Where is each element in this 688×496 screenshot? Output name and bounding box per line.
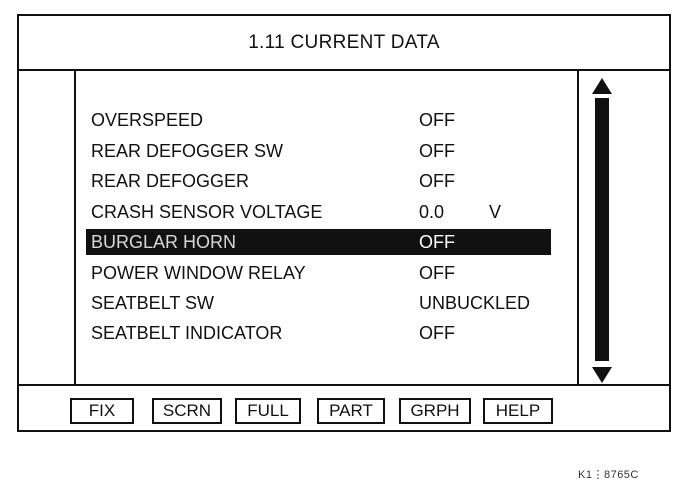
full-button[interactable]: FULL: [235, 398, 301, 424]
help-button[interactable]: HELP: [483, 398, 553, 424]
figure-code: K1⋮8765C: [578, 469, 639, 481]
data-row-rear-defogger-sw[interactable]: REAR DEFOGGER SW OFF: [86, 138, 551, 164]
triangle-down-icon[interactable]: [592, 367, 612, 383]
data-row-value: UNBUCKLED: [419, 293, 531, 313]
scrn-button[interactable]: SCRN: [152, 398, 222, 424]
triangle-up-icon[interactable]: [592, 78, 612, 94]
data-row-rear-defogger[interactable]: REAR DEFOGGER OFF: [86, 168, 551, 194]
data-row-unit: V: [489, 202, 502, 222]
data-row-label: BURGLAR HORN: [91, 232, 237, 252]
part-button[interactable]: PART: [317, 398, 385, 424]
data-row-label: REAR DEFOGGER SW: [91, 141, 284, 161]
data-row-value: OFF: [419, 323, 455, 343]
data-row-label: OVERSPEED: [91, 110, 204, 130]
data-row-value: OFF: [419, 232, 455, 252]
fix-button[interactable]: FIX: [70, 398, 134, 424]
data-row-crash-sensor-voltage[interactable]: CRASH SENSOR VOLTAGE 0.0 V: [86, 199, 551, 225]
data-row-label: SEATBELT INDICATOR: [91, 323, 283, 343]
data-row-label: SEATBELT SW: [91, 293, 215, 313]
vertical-scrollbar[interactable]: [591, 78, 615, 383]
data-row-value: OFF: [419, 141, 455, 161]
scrollbar-track[interactable]: [595, 98, 609, 361]
data-row-overspeed[interactable]: OVERSPEED OFF: [86, 107, 551, 133]
scan-tool-screen: 1.11 CURRENT DATA OVERSPEED OFF REAR DEF…: [17, 14, 671, 432]
data-row-burglar-horn-selected[interactable]: BURGLAR HORN OFF: [86, 229, 551, 255]
data-row-value: OFF: [419, 171, 455, 191]
data-row-label: REAR DEFOGGER: [91, 171, 250, 191]
data-list: OVERSPEED OFF REAR DEFOGGER SW OFF REAR …: [74, 71, 579, 386]
data-row-seatbelt-sw[interactable]: SEATBELT SW UNBUCKLED: [86, 290, 551, 316]
data-row-value: OFF: [419, 110, 455, 130]
data-row-power-window-relay[interactable]: POWER WINDOW RELAY OFF: [86, 260, 551, 286]
data-row-label: POWER WINDOW RELAY: [91, 263, 306, 283]
grph-button[interactable]: GRPH: [399, 398, 471, 424]
data-row-value: OFF: [419, 263, 455, 283]
data-row-label: CRASH SENSOR VOLTAGE: [91, 202, 323, 222]
screen-title: 1.11 CURRENT DATA: [19, 16, 669, 71]
data-row-value: 0.0: [419, 202, 445, 222]
function-key-bar: FIX SCRN FULL PART GRPH HELP: [19, 384, 669, 430]
data-row-seatbelt-indicator[interactable]: SEATBELT INDICATOR OFF: [86, 320, 551, 346]
